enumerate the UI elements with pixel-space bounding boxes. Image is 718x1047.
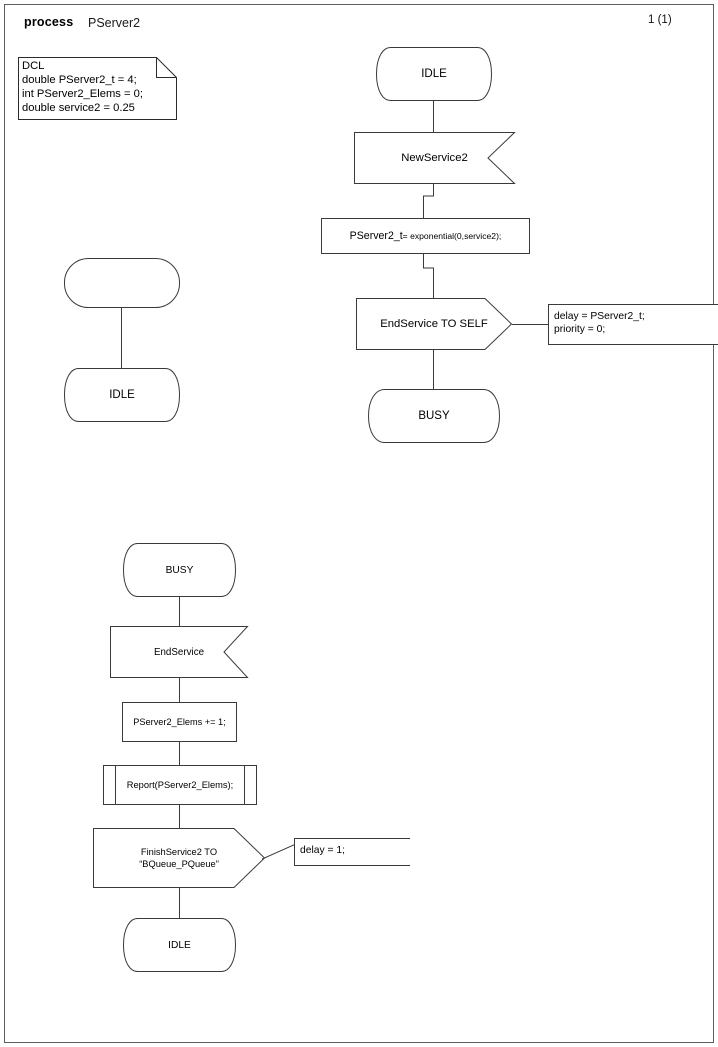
connector-task-to-output [423, 254, 434, 298]
state-busy-main-branch: BUSY [367, 389, 501, 443]
input-endservice: EndService [110, 626, 249, 678]
connector-start-to-idle [121, 308, 122, 368]
comment-delay-one: delay = 1; [294, 838, 410, 866]
page-number: 1 (1) [648, 14, 672, 26]
connector-busy-to-endservice [179, 597, 180, 626]
dcl-box-outline [18, 57, 177, 120]
connector-newservice2-to-task [423, 184, 434, 218]
state-idle-lower-branch: IDLE [122, 918, 237, 972]
comment-delay-priority-text: delay = PServer2_t; priority = 0; [554, 311, 645, 336]
output-finishservice2: FinishService2 TO “BQueue_PQueue” [93, 828, 266, 888]
comment-bracket-2 [294, 838, 410, 866]
start-symbol [64, 258, 180, 308]
connector-output-to-idle [179, 888, 180, 918]
process-name: PServer2 [88, 16, 141, 30]
state-idle-main-branch: IDLE [375, 47, 493, 101]
comment-bracket-1 [548, 304, 718, 345]
connector-output-to-busy [433, 350, 434, 389]
input-newservice2: NewService2 [354, 132, 516, 184]
comment-delay-one-text: delay = 1; [300, 845, 345, 856]
dcl-text: DCL double PServer2_t = 4; int PServer2_… [22, 60, 143, 115]
state-busy-lower-branch: BUSY [122, 543, 237, 597]
procedure-call-report: Report(PServer2_Elems); [103, 765, 257, 805]
dcl-declaration-box: DCL double PServer2_t = 4; int PServer2_… [18, 57, 177, 120]
state-idle-start-branch: IDLE [63, 368, 181, 422]
comment-delay-priority: delay = PServer2_t; priority = 0; [548, 304, 718, 345]
task-increment-elems: PServer2_Elems += 1; [122, 702, 237, 742]
connector-task-to-procedure [179, 742, 180, 765]
connector-idle-to-newservice2 [433, 101, 434, 132]
connector-procedure-to-output [179, 805, 180, 828]
comment-leader-line-2 [261, 840, 297, 860]
task-pserver2t-assign: PServer2_t = exponential(0,service2); [321, 218, 530, 254]
process-keyword: process [24, 15, 74, 29]
connector-endservice-to-task [179, 678, 180, 702]
output-endservice-to-self: EndService TO SELF [356, 298, 513, 350]
comment-leader-line-1 [512, 324, 548, 325]
